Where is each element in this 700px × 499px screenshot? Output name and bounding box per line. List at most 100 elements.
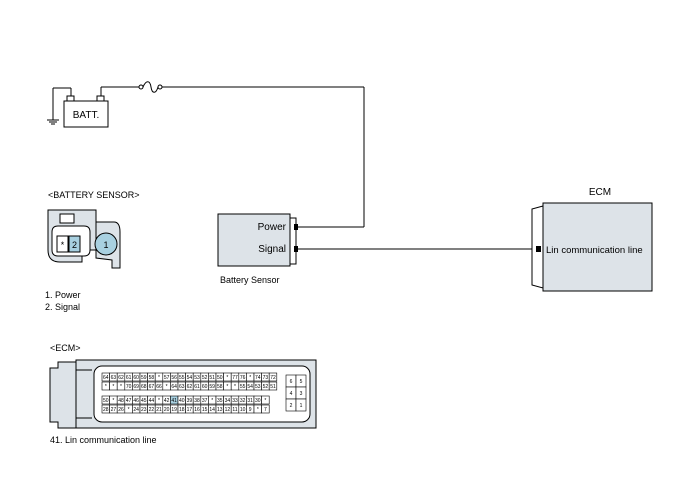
ecm-pin-label: 46 [133, 398, 139, 404]
sensor-legend-1: 1. Power [45, 290, 81, 300]
battery-sensor-label: Battery Sensor [220, 275, 280, 285]
ecm-pin-label: 45 [141, 398, 147, 404]
ecm-connector-latch [49, 361, 77, 429]
sensor-pin-star-label: * [61, 240, 65, 250]
ecm-pin-label: 60 [133, 375, 139, 381]
battery-sensor-body [217, 213, 291, 267]
sensor-pin-star [56, 235, 69, 253]
ecm-small-pin-label: 1 [300, 403, 303, 409]
fuse-icon [142, 81, 159, 93]
ecm-pin-label: 27 [111, 407, 117, 413]
ecm-pin-label: 70 [126, 384, 132, 390]
ecm-pin-label: 68 [141, 384, 147, 390]
ecm-pin-label: * [249, 375, 251, 381]
ecm-small-pin-cell [295, 398, 307, 412]
ecm-pin-label: 61 [194, 384, 200, 390]
ecm-pin-label: 55 [179, 375, 185, 381]
ecm-pin-label: 20 [164, 407, 170, 413]
ecm-pin-label: 22 [149, 407, 155, 413]
ecm-pin-label: 19 [171, 407, 177, 413]
ecm-pin-label: 55 [240, 384, 246, 390]
ecm-pin-cell [261, 404, 270, 414]
ecm-pin-label: 64 [171, 384, 177, 390]
ecm-pin-label: 13 [217, 407, 223, 413]
ecm-pin-label: 67 [149, 384, 155, 390]
ecm-pin-label: 17 [187, 407, 193, 413]
ecm-pin-label: 35 [217, 398, 223, 404]
ecm-pin-label: 52 [263, 384, 269, 390]
ecm-pin-label: * [234, 384, 236, 390]
ecm-pin-label: 74 [255, 375, 261, 381]
ecm-pin-label: 32 [240, 398, 246, 404]
ecm-pin-label: 7 [264, 407, 267, 413]
ecm-pin-label: * [226, 384, 228, 390]
ecm-pin-label: 62 [118, 375, 124, 381]
ecm-pin-label: * [105, 384, 107, 390]
sensor-pin-2 [68, 235, 81, 253]
ecm-pin-label: 44 [149, 398, 155, 404]
ecm-pin-label: 52 [202, 375, 208, 381]
ecm-pin-label: * [158, 398, 160, 404]
ecm-pin-cell [268, 381, 278, 391]
ecm-small-pin-label: 3 [300, 391, 303, 397]
ecm-small-pin-label: 4 [290, 391, 293, 397]
ecm-small-pin-label: 5 [300, 379, 303, 385]
ecm-pin-label: 11 [232, 407, 237, 413]
ecm-pin-label: 59 [209, 384, 215, 390]
ecm-pin-label: 58 [217, 384, 223, 390]
ecm-legend-41: 41. Lin communication line [50, 435, 157, 445]
battery-box [63, 100, 109, 128]
ecm-pin-label: 18 [179, 407, 185, 413]
sensor-pin-1-label: 1 [103, 240, 108, 250]
lin-pin [536, 246, 541, 252]
ecm-pin-label: 64 [103, 375, 109, 381]
ecm-pin-label: 50 [217, 375, 223, 381]
ecm-pin-label: 47 [126, 398, 132, 404]
battery-sensor-unit: Power Signal Battery Sensor [217, 213, 298, 285]
ecm-pin-label: 56 [171, 375, 177, 381]
ecm-pin-label: 66 [156, 384, 162, 390]
ecm-body [542, 202, 653, 292]
ecm-pin-label: * [211, 398, 213, 404]
ecm-pin-label: 53 [194, 375, 200, 381]
power-label: Power [258, 222, 287, 233]
ecm-pin-label: 62 [187, 384, 193, 390]
ecm-pin-label: 23 [141, 407, 147, 413]
ecm-pin-label: * [112, 384, 114, 390]
ecm-pin-label: * [112, 398, 114, 404]
ecm-pin-label: 76 [240, 375, 246, 381]
ecm-pin-label: * [226, 375, 228, 381]
ecm-connector-title: <ECM> [50, 343, 81, 353]
ecm-pin-cell [268, 372, 278, 382]
ecm-pin-label: 28 [103, 407, 109, 413]
ecm-pin-label: 30 [255, 398, 261, 404]
signal-label: Signal [258, 244, 286, 255]
sensor-pin-2-label: 2 [72, 240, 77, 250]
battery-sensor-connector: <BATTERY SENSOR> * 2 1 1. Power 2. Signa… [45, 190, 140, 312]
ecm-pin-label: 39 [187, 398, 193, 404]
ecm-pin-label: * [257, 407, 259, 413]
ecm-pin-label: 33 [232, 398, 238, 404]
battery-sensor-connector-title: <BATTERY SENSOR> [48, 190, 140, 200]
battery-label: BATT. [73, 110, 99, 121]
ecm-small-pin-label: 6 [290, 379, 293, 385]
ecm-pin-label: 21 [156, 407, 162, 413]
ecm-pin-label: 31 [247, 398, 253, 404]
ecm-pin-label: 38 [194, 398, 200, 404]
ecm-pin-label: 77 [232, 375, 238, 381]
ecm-small-pin-label: 2 [290, 403, 293, 409]
ecm-pin-label: 10 [240, 407, 246, 413]
ecm-pin-label: 53 [255, 384, 261, 390]
ecm-pin-cell [261, 395, 270, 405]
ecm-pin-label: 51 [209, 375, 215, 381]
signal-pin [294, 246, 298, 252]
ecm-pin-label: * [128, 407, 130, 413]
ecm-pin-label: * [264, 398, 266, 404]
battery-circuit: BATT. [47, 81, 365, 228]
ecm-pin-label: 41 [171, 398, 177, 404]
ecm-pin-label: 59 [141, 375, 147, 381]
ecm-pin-label: 54 [247, 384, 253, 390]
ecm-pin-label: * [166, 384, 168, 390]
